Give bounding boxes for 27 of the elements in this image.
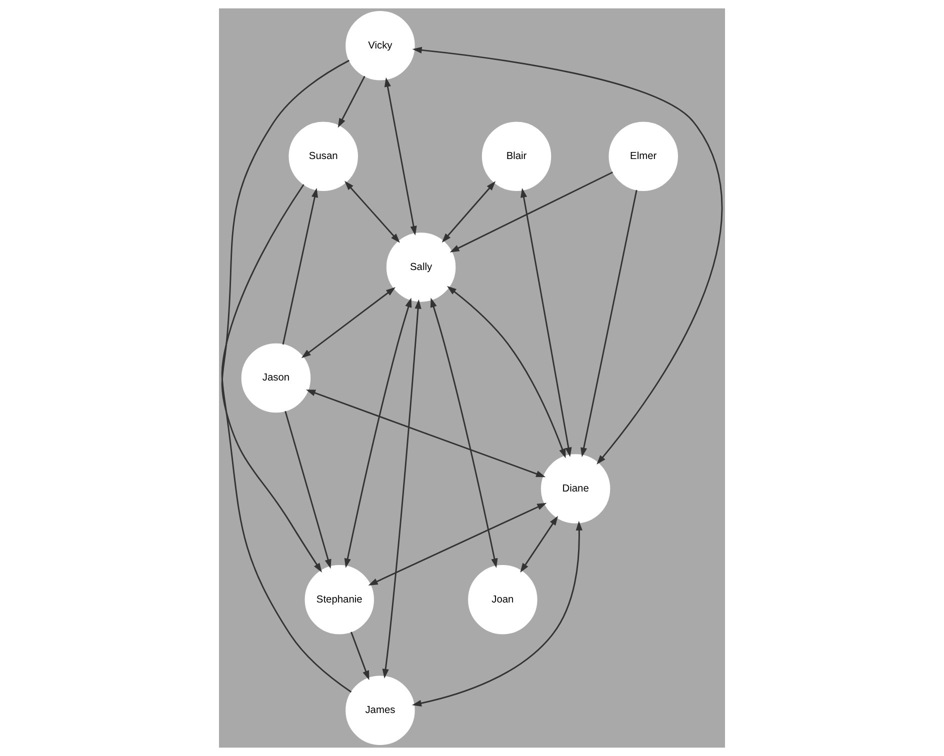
node-circle: Vicky	[346, 10, 415, 80]
arrow	[384, 77, 417, 236]
arrow	[382, 299, 422, 678]
arrow	[301, 287, 396, 358]
arrow	[306, 390, 546, 478]
arrow	[430, 298, 498, 568]
arrow	[344, 298, 412, 568]
node-circle: James	[346, 676, 415, 746]
arrow	[282, 188, 318, 345]
arrow	[520, 516, 558, 573]
arrow	[520, 188, 572, 457]
arrow	[338, 76, 366, 128]
arrow	[284, 411, 332, 569]
arrow	[447, 286, 566, 458]
arrow	[580, 190, 638, 458]
arrow	[368, 502, 547, 586]
arrow	[442, 181, 496, 243]
arrow	[412, 46, 722, 465]
arrow	[450, 172, 613, 252]
node-circle: Stephanie	[304, 564, 374, 634]
arrow	[350, 632, 370, 680]
arrow	[344, 180, 400, 243]
node-circle: Elmer	[608, 122, 678, 192]
arrow	[412, 520, 582, 706]
connector	[221, 184, 352, 693]
node-circle: Joan	[468, 564, 538, 634]
arrow	[221, 60, 350, 572]
